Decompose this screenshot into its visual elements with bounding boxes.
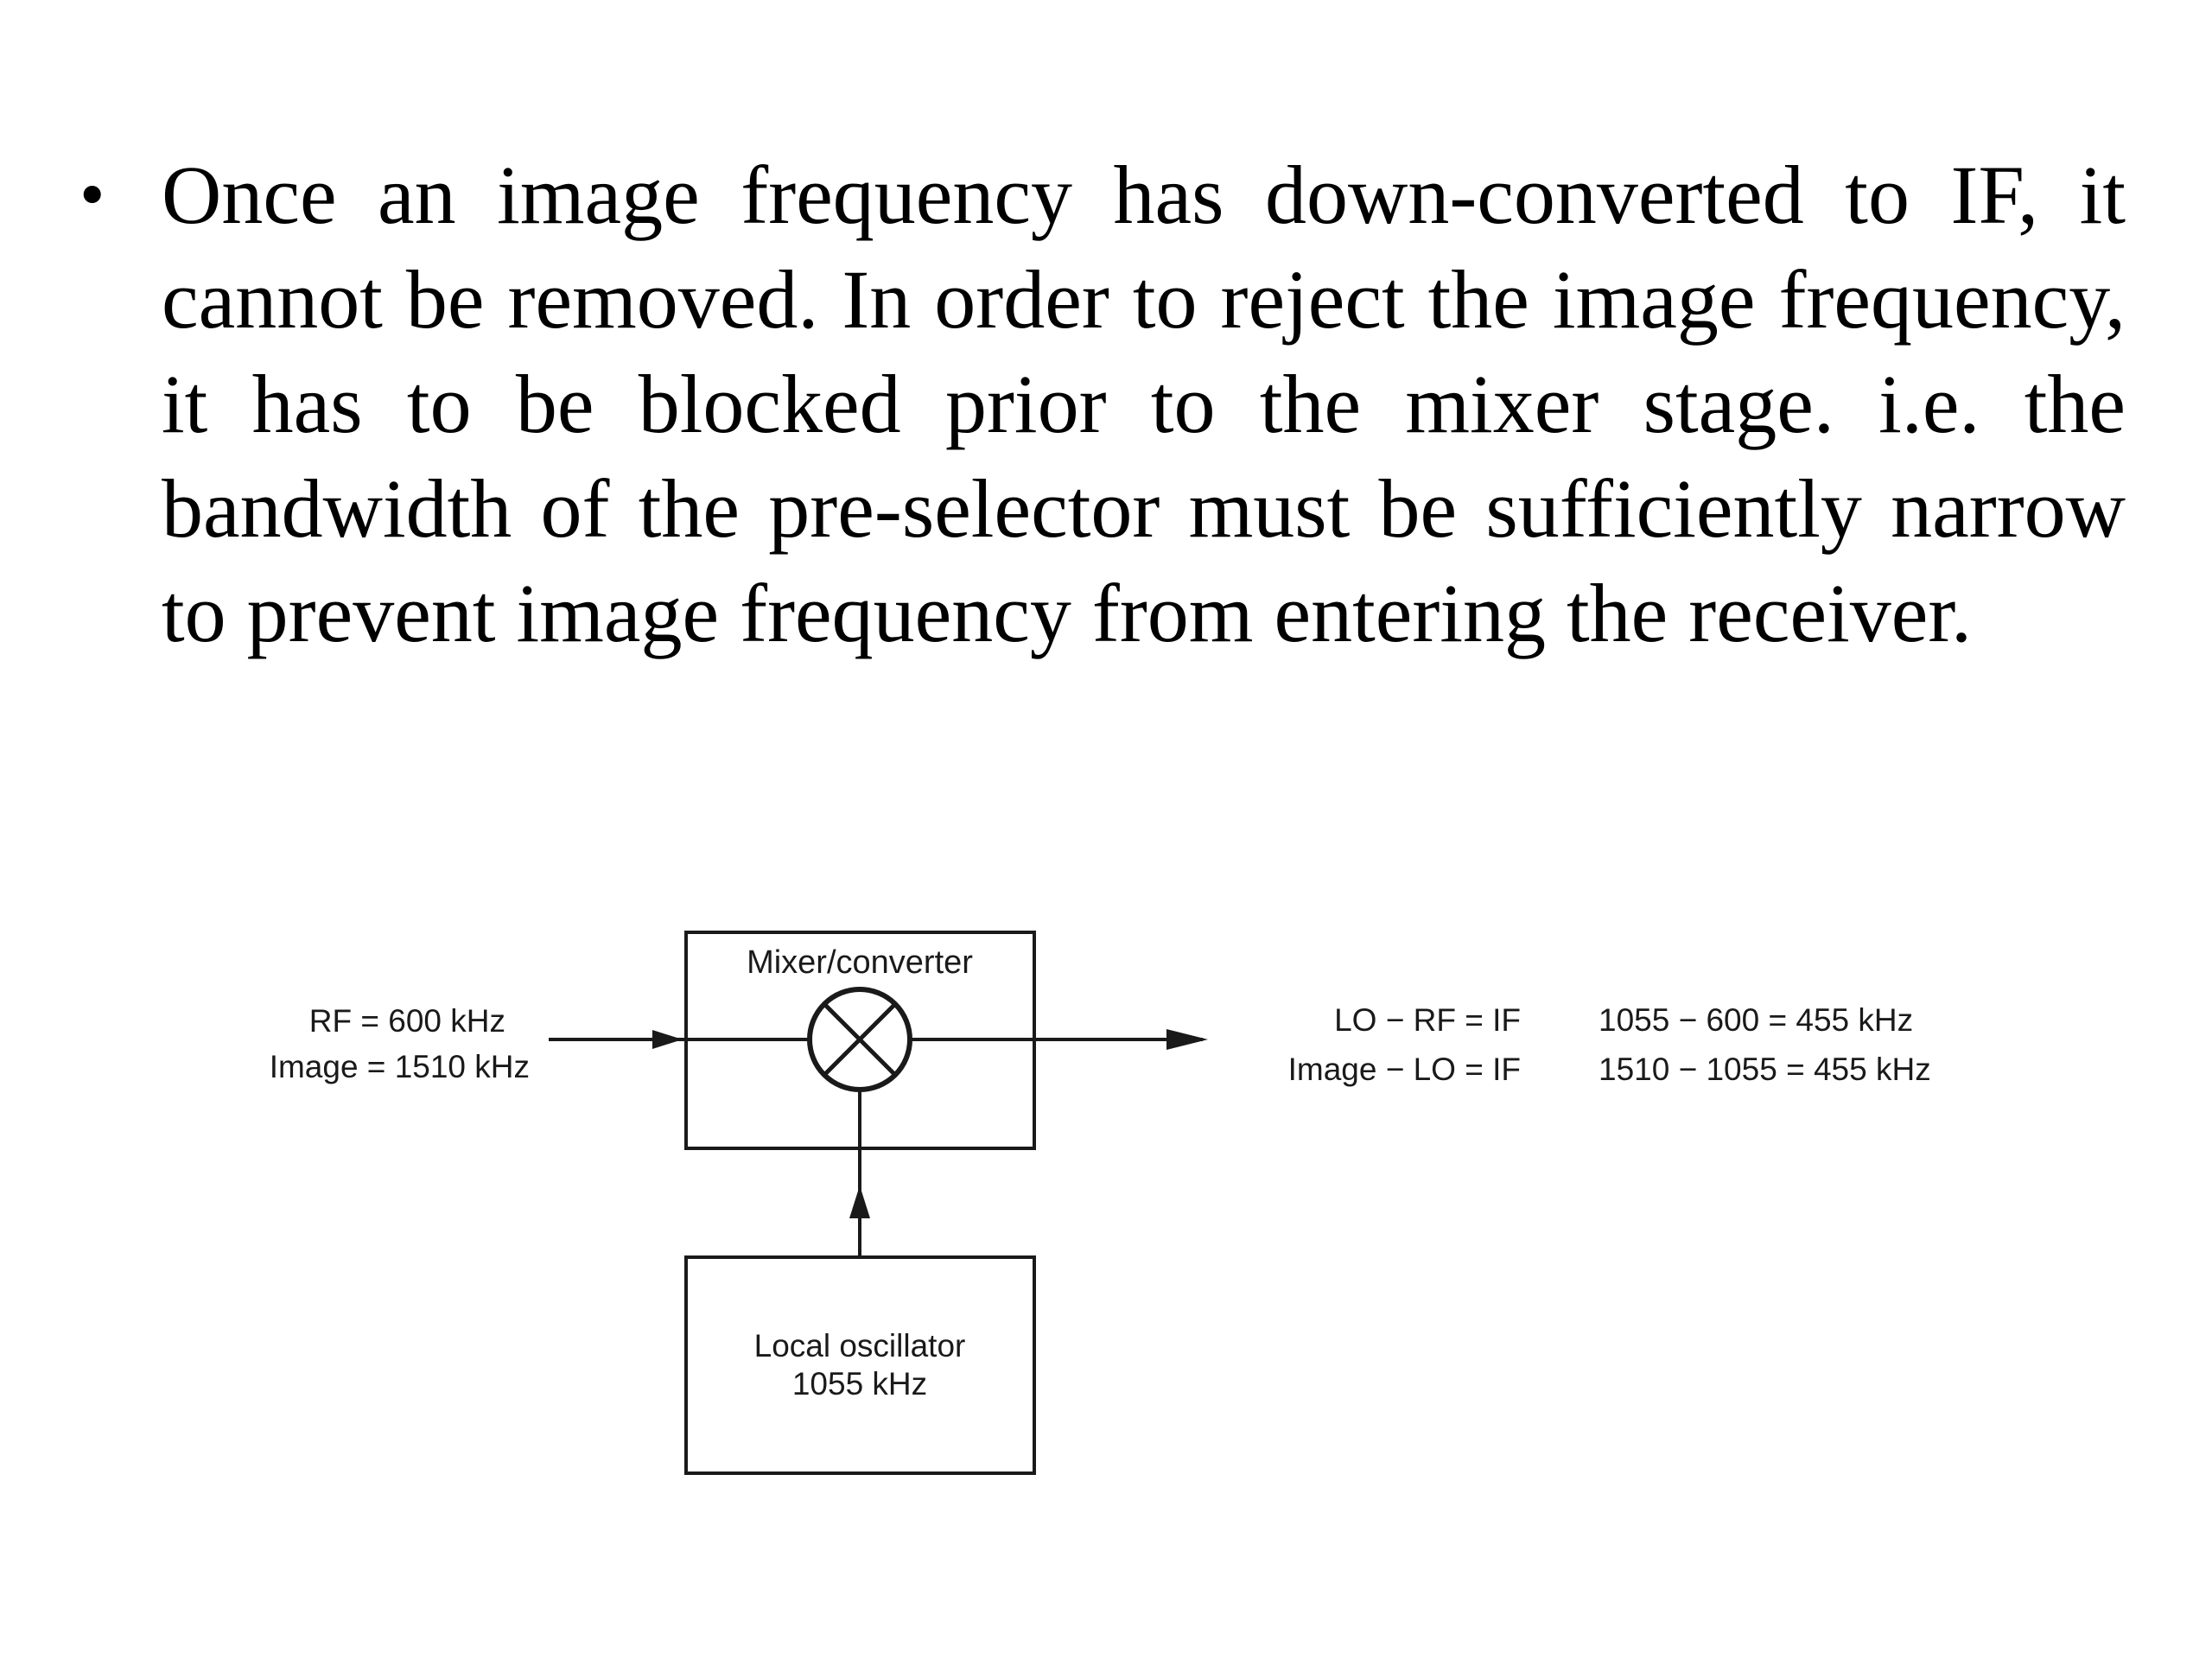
input-arrow-icon xyxy=(652,1030,683,1049)
local-oscillator-frequency: 1055 kHz xyxy=(792,1366,927,1402)
bullet-point: • Once an image frequency has down-conve… xyxy=(69,143,2126,782)
output-calculation-2: 1510 − 1055 = 455 kHz xyxy=(1599,1052,1931,1087)
mixer-x-line-2 xyxy=(823,1002,897,1077)
output-equation-image-lo: Image − LO = IF xyxy=(1288,1052,1521,1087)
mixer-title: Mixer/converter xyxy=(747,944,973,981)
output-equation-lo-rf: LO − RF = IF xyxy=(1334,1002,1521,1038)
local-oscillator-label: Local oscillator xyxy=(754,1328,966,1363)
local-oscillator-box xyxy=(684,1255,1036,1475)
output-arrow-icon xyxy=(1166,1029,1208,1050)
lo-arrow-icon xyxy=(849,1185,870,1218)
bullet-marker: • xyxy=(79,155,105,235)
input-image-label: Image = 1510 kHz xyxy=(270,1049,530,1084)
bullet-text: Once an image frequency has down-convert… xyxy=(162,149,2126,659)
output-calculation-1: 1055 − 600 = 455 kHz xyxy=(1599,1002,1913,1038)
input-rf-label: RF = 600 kHz xyxy=(309,1003,505,1039)
